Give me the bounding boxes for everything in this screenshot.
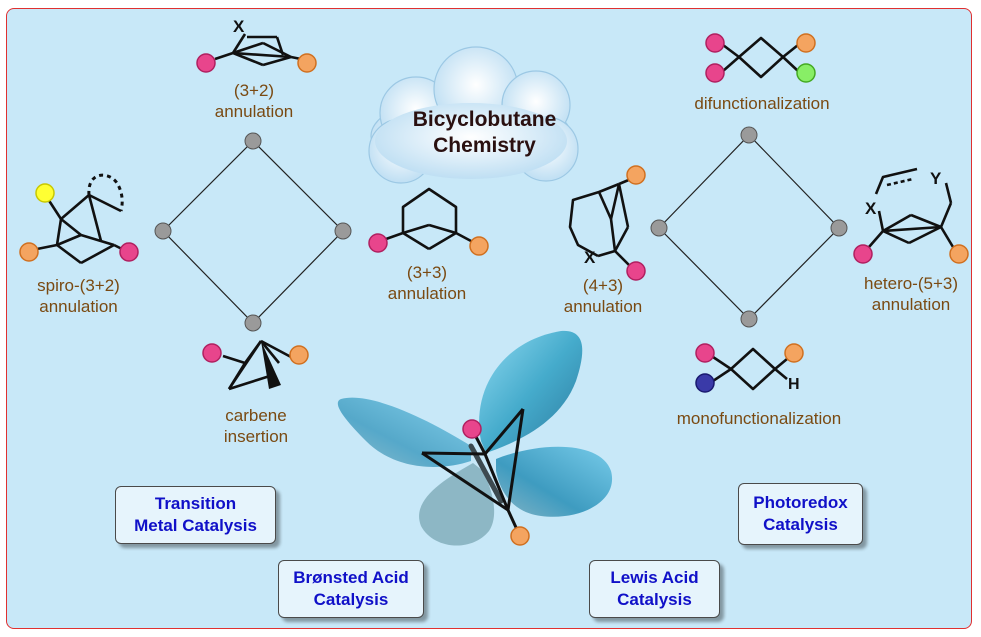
title-line-2: Chemistry	[433, 134, 536, 157]
wedge-bond	[261, 341, 281, 389]
structure-3-2-annulation	[214, 33, 302, 67]
atom-h-label: H	[788, 376, 800, 393]
magenta-substituent	[626, 261, 646, 281]
magenta-substituent	[705, 33, 725, 53]
orange-substituent	[289, 345, 309, 365]
orange-substituent	[626, 165, 646, 185]
cloud-shape	[368, 46, 579, 184]
label-3-3-annulation: (3+3) annulation	[387, 263, 467, 303]
orange-substituent	[949, 244, 969, 264]
label-difunctionalization: difunctionalization	[694, 94, 830, 113]
transition-metal-catalysis-box: Transition Metal Catalysis	[115, 486, 276, 544]
navy-substituent	[695, 373, 715, 393]
butterfly-orange-substituent	[510, 526, 530, 546]
structure-hetero-5-3-annulation	[868, 167, 955, 248]
magenta-substituent	[705, 63, 725, 83]
orange-substituent	[469, 236, 489, 256]
bicyclobutane-on-butterfly	[421, 408, 525, 535]
structure-difunctionalization	[722, 36, 799, 79]
orange-substituent	[796, 33, 816, 53]
title-line-1: Bicyclobutane	[412, 108, 557, 131]
magenta-substituent	[119, 242, 139, 262]
scheme-panel: X	[6, 8, 972, 629]
orange-substituent	[297, 53, 317, 73]
magenta-substituent	[368, 233, 388, 253]
bronsted-acid-catalysis-box: Brønsted Acid Catalysis	[278, 560, 424, 618]
left-cycle-diamond	[154, 132, 352, 332]
label-spiro-3-2-annulation: spiro-(3+2) annulation	[37, 276, 120, 316]
orange-substituent	[19, 242, 39, 262]
structure-monofunctionalization	[712, 347, 788, 391]
atom-y-label: Y	[930, 169, 942, 188]
lewis-acid-catalysis-box: Lewis Acid Catalysis	[589, 560, 720, 618]
butterfly-magenta-substituent	[462, 419, 482, 439]
magenta-substituent	[202, 343, 222, 363]
diagram-title: Bicyclobutane Chemistry	[397, 107, 572, 159]
structure-carbene-insertion	[222, 339, 292, 391]
magenta-substituent	[196, 53, 216, 73]
right-cycle-diamond	[650, 126, 848, 328]
label-3-2-annulation: (3+2) annulation	[214, 81, 294, 121]
structure-spiro-3-2-annulation	[36, 193, 123, 265]
magenta-substituent	[695, 343, 715, 363]
orange-substituent	[784, 343, 804, 363]
label-4-3-annulation: (4+3) annulation	[563, 276, 643, 316]
atom-x-label: X	[865, 199, 877, 218]
green-substituent	[796, 63, 816, 83]
atom-x-label: X	[584, 248, 596, 267]
dashed-ring-fragment	[87, 173, 124, 212]
structure-4-3-annulation	[568, 177, 632, 266]
magenta-substituent	[853, 244, 873, 264]
atom-x-label: X	[233, 17, 245, 36]
label-monofunctionalization: monofunctionalization	[676, 409, 842, 428]
label-hetero-5-3-annulation: hetero-(5+3) annulation	[863, 274, 959, 314]
yellow-substituent	[35, 183, 55, 203]
structure-3-3-annulation	[385, 187, 472, 251]
photoredox-catalysis-box: Photoredox Catalysis	[738, 483, 863, 545]
label-carbene-insertion: carbene insertion	[223, 406, 289, 446]
butterfly-image	[337, 330, 613, 546]
